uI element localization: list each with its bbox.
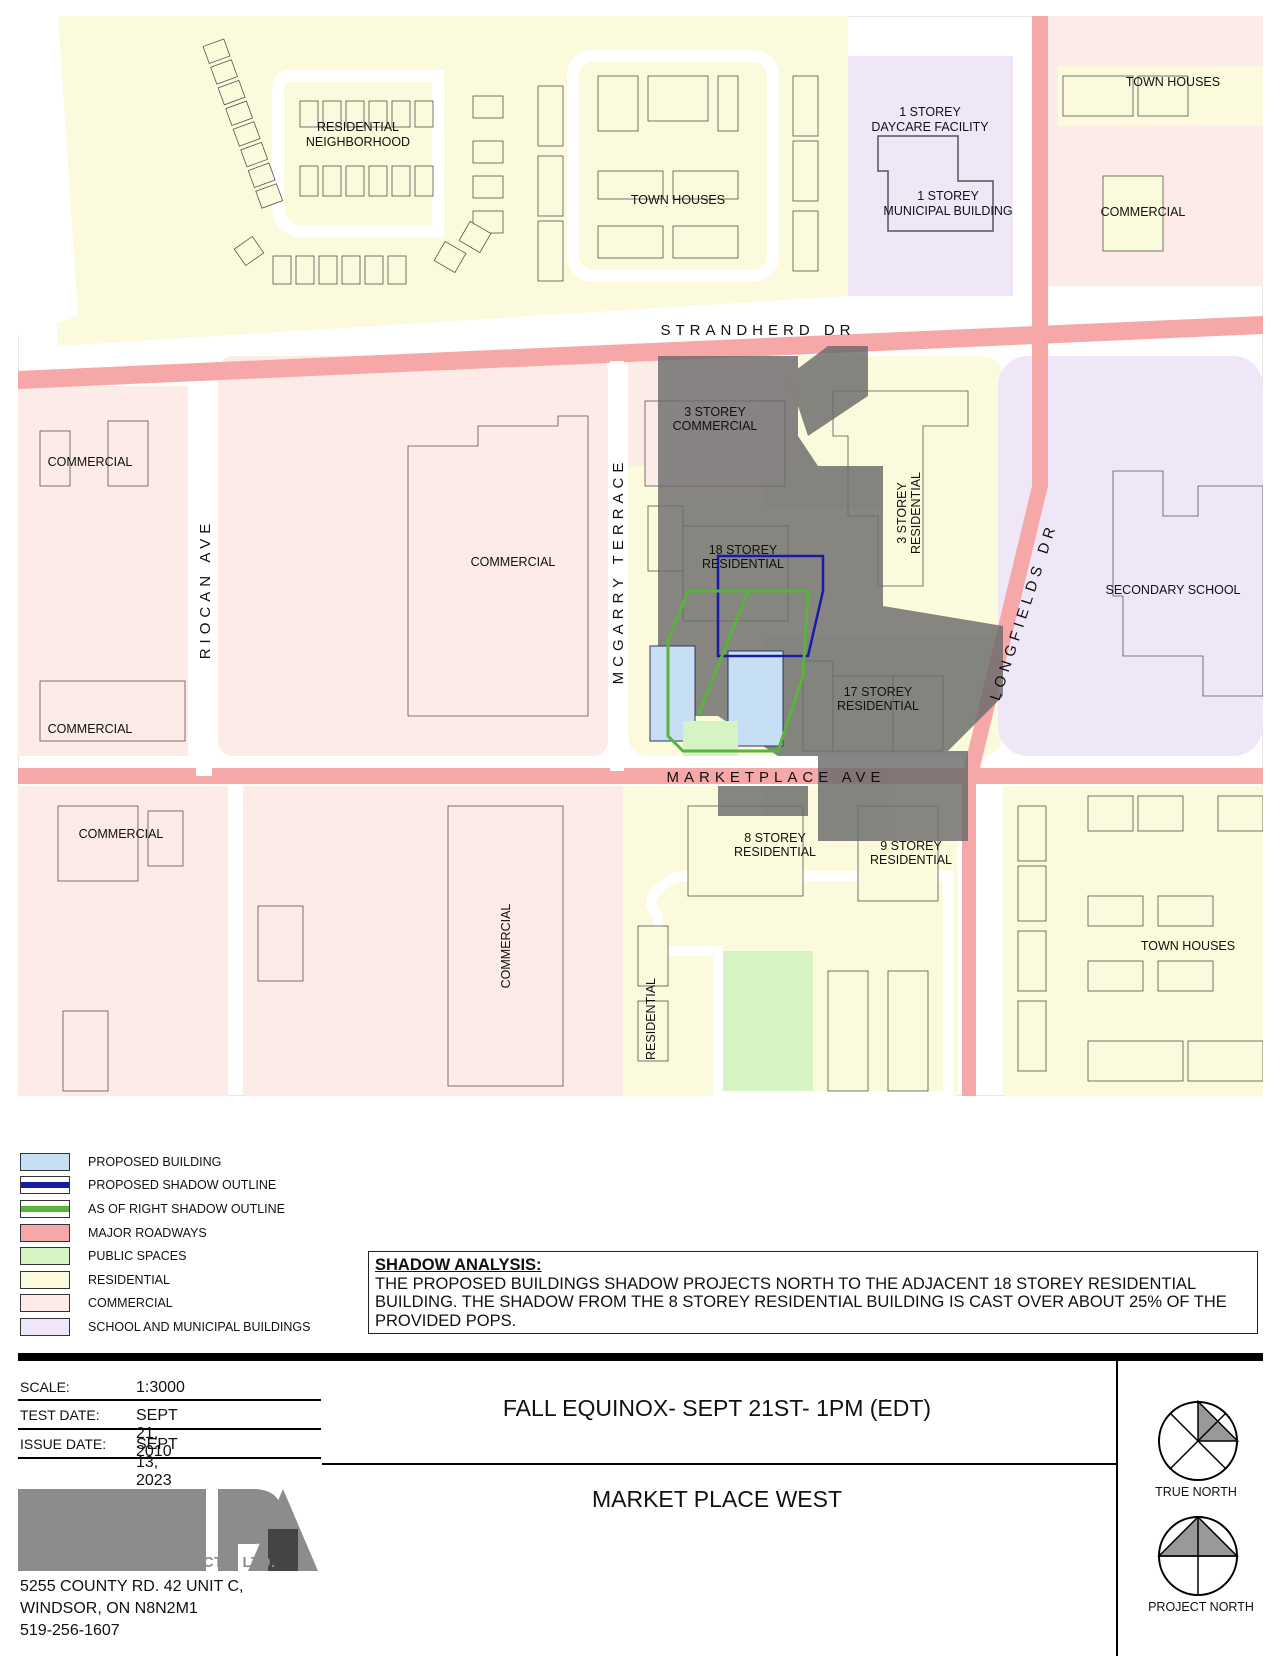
label-commercial-w2: COMMERCIAL <box>48 722 133 736</box>
address-line-1: 5255 COUNTY RD. 42 UNIT C, <box>20 1578 244 1595</box>
firm-logo <box>18 1489 318 1571</box>
legend-item: RESIDENTIAL <box>20 1268 350 1292</box>
legend-item: SCHOOL AND MUNICIPAL BUILDINGS <box>20 1315 350 1339</box>
site-map: RESIDENTIAL NEIGHBORHOOD TOWN HOUSES 1 S… <box>18 16 1263 1096</box>
legend-swatch <box>20 1294 70 1313</box>
legend-item: AS OF RIGHT SHADOW OUTLINE <box>20 1197 350 1221</box>
road-label-strandherd: STRANDHERD DR <box>660 322 855 339</box>
label-municipal: 1 STOREY <box>917 189 979 203</box>
test-date-value: SEPT 21, 2010 <box>136 1407 178 1460</box>
label-residential-9: RESIDENTIAL <box>870 853 952 867</box>
info-rule <box>18 1428 321 1430</box>
label-residential-neighborhood: RESIDENTIAL <box>317 120 399 134</box>
label-commercial-south: COMMERCIAL <box>499 904 513 989</box>
legend-item: PROPOSED SHADOW OUTLINE <box>20 1174 350 1198</box>
legend-label: SCHOOL AND MUNICIPAL BUILDINGS <box>88 1319 311 1334</box>
legend-label: MAJOR ROADWAYS <box>88 1225 207 1240</box>
label-commercial-w1: COMMERCIAL <box>48 455 133 469</box>
label-municipal: MUNICIPAL BUILDING <box>883 204 1012 218</box>
label-residential-south: RESIDENTIAL <box>644 978 658 1060</box>
scale-label: SCALE: <box>20 1379 70 1395</box>
road-longfields <box>962 326 1048 776</box>
legend-swatch <box>20 1176 70 1195</box>
legend-label: AS OF RIGHT SHADOW OUTLINE <box>88 1201 286 1216</box>
label-commercial-center: COMMERCIAL <box>471 555 556 569</box>
label-commercial-3storey: 3 STOREY <box>684 405 746 419</box>
legend-swatch <box>20 1152 70 1171</box>
divider-vertical <box>1116 1361 1118 1656</box>
proposed-shadow-outline <box>716 554 825 658</box>
road-east-vertical <box>1032 16 1048 326</box>
label-town-houses-north: TOWN HOUSES <box>631 193 725 207</box>
shadow-analysis-box: SHADOW ANALYSIS: THE PROPOSED BUILDINGS … <box>368 1251 1258 1334</box>
legend-item: MAJOR ROADWAYS <box>20 1221 350 1245</box>
shadow-analysis-heading: SHADOW ANALYSIS: <box>375 1256 542 1274</box>
issue-date-value: SEPT 13, 2023 <box>136 1436 178 1489</box>
label-secondary-school: SECONDARY SCHOOL <box>1106 583 1241 597</box>
issue-date-label: ISSUE DATE: <box>20 1436 107 1452</box>
info-rule <box>18 1399 321 1401</box>
label-residential-17: 17 STOREY <box>844 685 913 699</box>
true-north-label: TRUE NORTH <box>1155 1485 1237 1499</box>
as-of-right-shadow-outline <box>666 589 810 753</box>
label-commercial-sw: COMMERCIAL <box>79 827 164 841</box>
road-riocan <box>196 381 212 776</box>
firm-name: PROGRESSIVE ARCHITECTS, LTD. <box>20 1555 276 1571</box>
legend-swatch <box>20 1270 70 1289</box>
legend-swatch <box>20 1199 70 1218</box>
divider-horizontal <box>322 1463 1118 1465</box>
title-block-top-rule <box>18 1353 1263 1361</box>
label-town-houses-se: TOWN HOUSES <box>1141 939 1235 953</box>
legend-label: PROPOSED SHADOW OUTLINE <box>88 1178 277 1193</box>
label-residential-18: RESIDENTIAL <box>702 557 784 571</box>
legend: PROPOSED BUILDING PROPOSED SHADOW OUTLINE… <box>20 1150 350 1339</box>
road-strandherd <box>18 316 1263 389</box>
test-date-label: TEST DATE: <box>20 1407 100 1423</box>
project-north-label: PROJECT NORTH <box>1148 1600 1254 1614</box>
label-residential-neighborhood: NEIGHBORHOOD <box>306 135 410 149</box>
label-residential-17: RESIDENTIAL <box>837 699 919 713</box>
legend-label: PUBLIC SPACES <box>88 1249 187 1264</box>
address-line-2: WINDSOR, ON N8N2M1 <box>20 1600 198 1617</box>
label-commercial-ne: COMMERCIAL <box>1101 205 1186 219</box>
legend-label: RESIDENTIAL <box>88 1272 170 1287</box>
road-label-riocan: RIOCAN AVE <box>197 519 214 660</box>
phone: 519-256-1607 <box>20 1622 120 1639</box>
label-town-houses-ne: TOWN HOUSES <box>1126 75 1220 89</box>
label-daycare: DAYCARE FACILITY <box>871 120 989 134</box>
block-public-space <box>718 951 813 1096</box>
legend-item: PROPOSED BUILDING <box>20 1150 350 1174</box>
label-residential-3: 3 STOREY <box>895 482 909 544</box>
label-residential-8: RESIDENTIAL <box>734 845 816 859</box>
label-commercial-3storey: COMMERCIAL <box>673 419 758 433</box>
legend-item: PUBLIC SPACES <box>20 1244 350 1268</box>
road-label-marketplace: MARKETPLACE AVE <box>667 769 886 786</box>
true-north-icon <box>1158 1400 1239 1481</box>
legend-swatch <box>20 1317 70 1336</box>
label-residential-9: 9 STOREY <box>880 839 942 853</box>
label-residential-8: 8 STOREY <box>744 831 806 845</box>
label-residential-18: 18 STOREY <box>709 543 778 557</box>
road-mcgarry <box>610 361 624 771</box>
legend-label: COMMERCIAL <box>88 1296 173 1311</box>
legend-label: PROPOSED BUILDING <box>88 1154 222 1169</box>
shadow-analysis-body: THE PROPOSED BUILDINGS SHADOW PROJECTS N… <box>375 1274 1227 1330</box>
legend-swatch <box>20 1247 70 1266</box>
scale-value: 1:3000 <box>136 1379 185 1396</box>
project-north-icon <box>1157 1515 1239 1596</box>
label-residential-3: RESIDENTIAL <box>909 472 923 554</box>
legend-swatch <box>20 1223 70 1242</box>
legend-item: COMMERCIAL <box>20 1292 350 1316</box>
road-label-mcgarry: MCGARRY TERRACE <box>610 458 627 685</box>
project-name: MARKET PLACE WEST <box>591 1486 843 1512</box>
label-daycare: 1 STOREY <box>899 105 961 119</box>
drawing-title: FALL EQUINOX- SEPT 21ST- 1PM (EDT) <box>502 1395 932 1421</box>
info-rule <box>18 1457 321 1459</box>
